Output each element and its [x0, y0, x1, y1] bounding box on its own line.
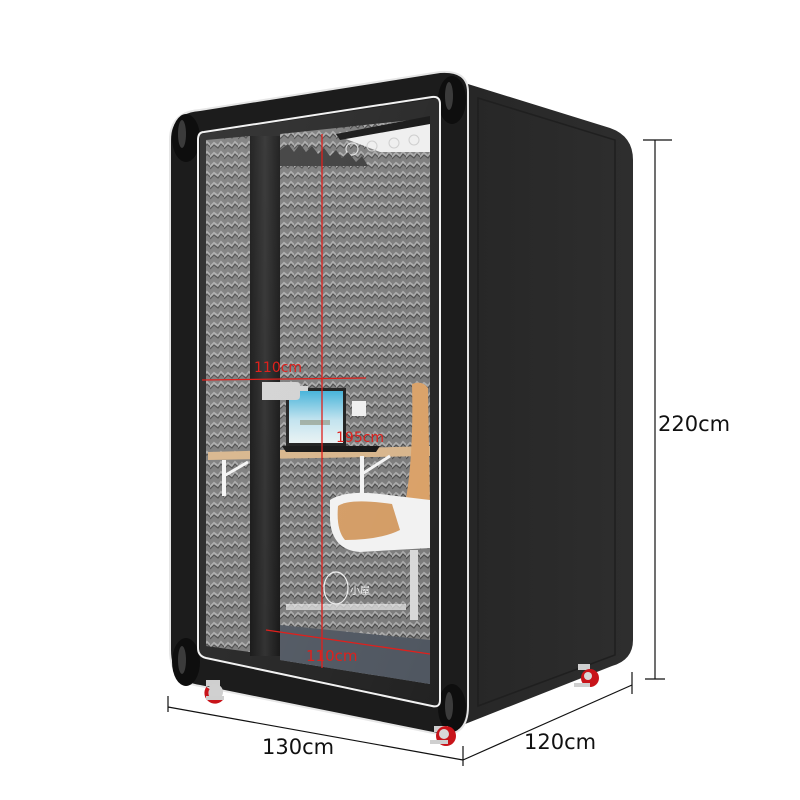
caster-back-right — [574, 664, 599, 687]
brand-logo-text: 小屋 — [350, 586, 370, 597]
height-label: 220cm — [658, 412, 731, 436]
interior-height-label: 195cm — [336, 430, 385, 446]
depth-label: 120cm — [524, 730, 597, 754]
exterior-dimension-lines — [167, 139, 672, 766]
width-label: 130cm — [262, 735, 335, 759]
caster-front-right — [430, 726, 456, 746]
booth-side-panel — [455, 80, 633, 728]
caster-front-left — [204, 680, 224, 704]
interior-dimension-lines — [201, 134, 431, 668]
interior-width-bottom-label: 110cm — [306, 647, 358, 665]
interior-width-top-label: 110cm — [254, 360, 303, 376]
